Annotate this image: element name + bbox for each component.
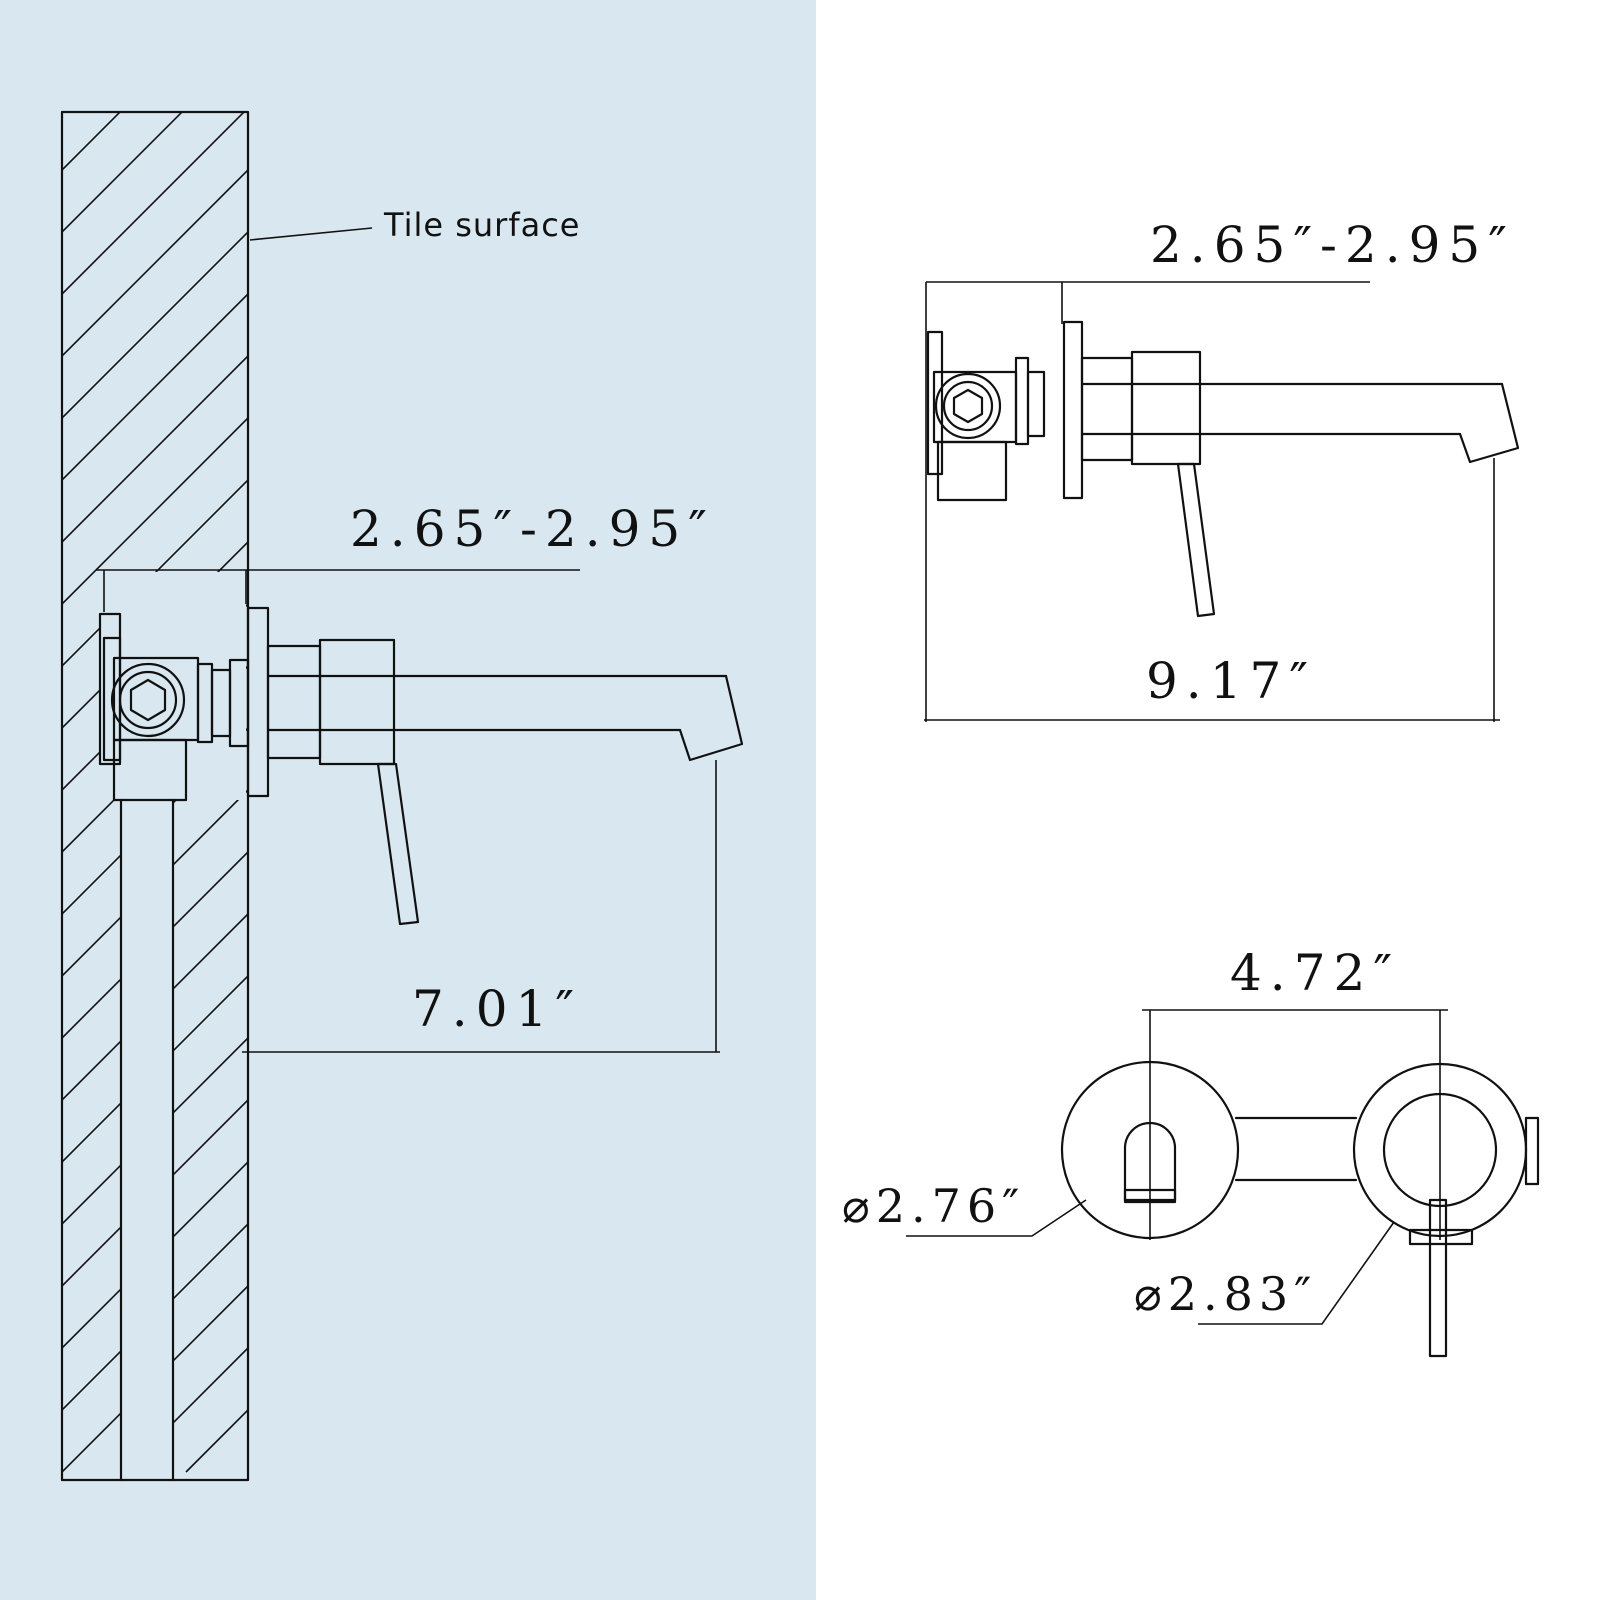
- top-total-length-dimension: 9.17″: [924, 458, 1500, 722]
- center-spacing-label: 4.72″: [1230, 944, 1400, 1002]
- tile-surface-label: Tile surface: [383, 206, 580, 244]
- wall-section: [60, 110, 250, 1482]
- handle-plate-diameter-callout: ⌀2.83″: [1134, 1221, 1395, 1325]
- faucet-side-view-large: [98, 606, 744, 926]
- faucet-side-view-small: [926, 320, 1520, 618]
- left-valve-depth-dimension: 2.65″-2.95″: [96, 500, 715, 612]
- top-valve-depth-dimension: 2.65″-2.95″: [925, 216, 1515, 722]
- right-panel-background: [816, 0, 1600, 1600]
- top-valve-depth-label: 2.65″-2.95″: [1150, 216, 1515, 274]
- handle-plate-diameter-label: ⌀2.83″: [1134, 1267, 1317, 1321]
- spout-plate-diameter-callout: ⌀2.76″: [842, 1179, 1087, 1237]
- center-spacing-dimension: 4.72″: [1142, 944, 1448, 1240]
- left-spout-reach-dimension: 7.01″: [242, 760, 720, 1053]
- top-total-length-label: 9.17″: [1146, 652, 1316, 710]
- left-valve-depth-label: 2.65″-2.95″: [350, 500, 715, 558]
- left-spout-reach-label: 7.01″: [412, 980, 582, 1038]
- tile-surface-callout: Tile surface: [249, 206, 580, 244]
- spout-plate-diameter-label: ⌀2.76″: [842, 1179, 1025, 1233]
